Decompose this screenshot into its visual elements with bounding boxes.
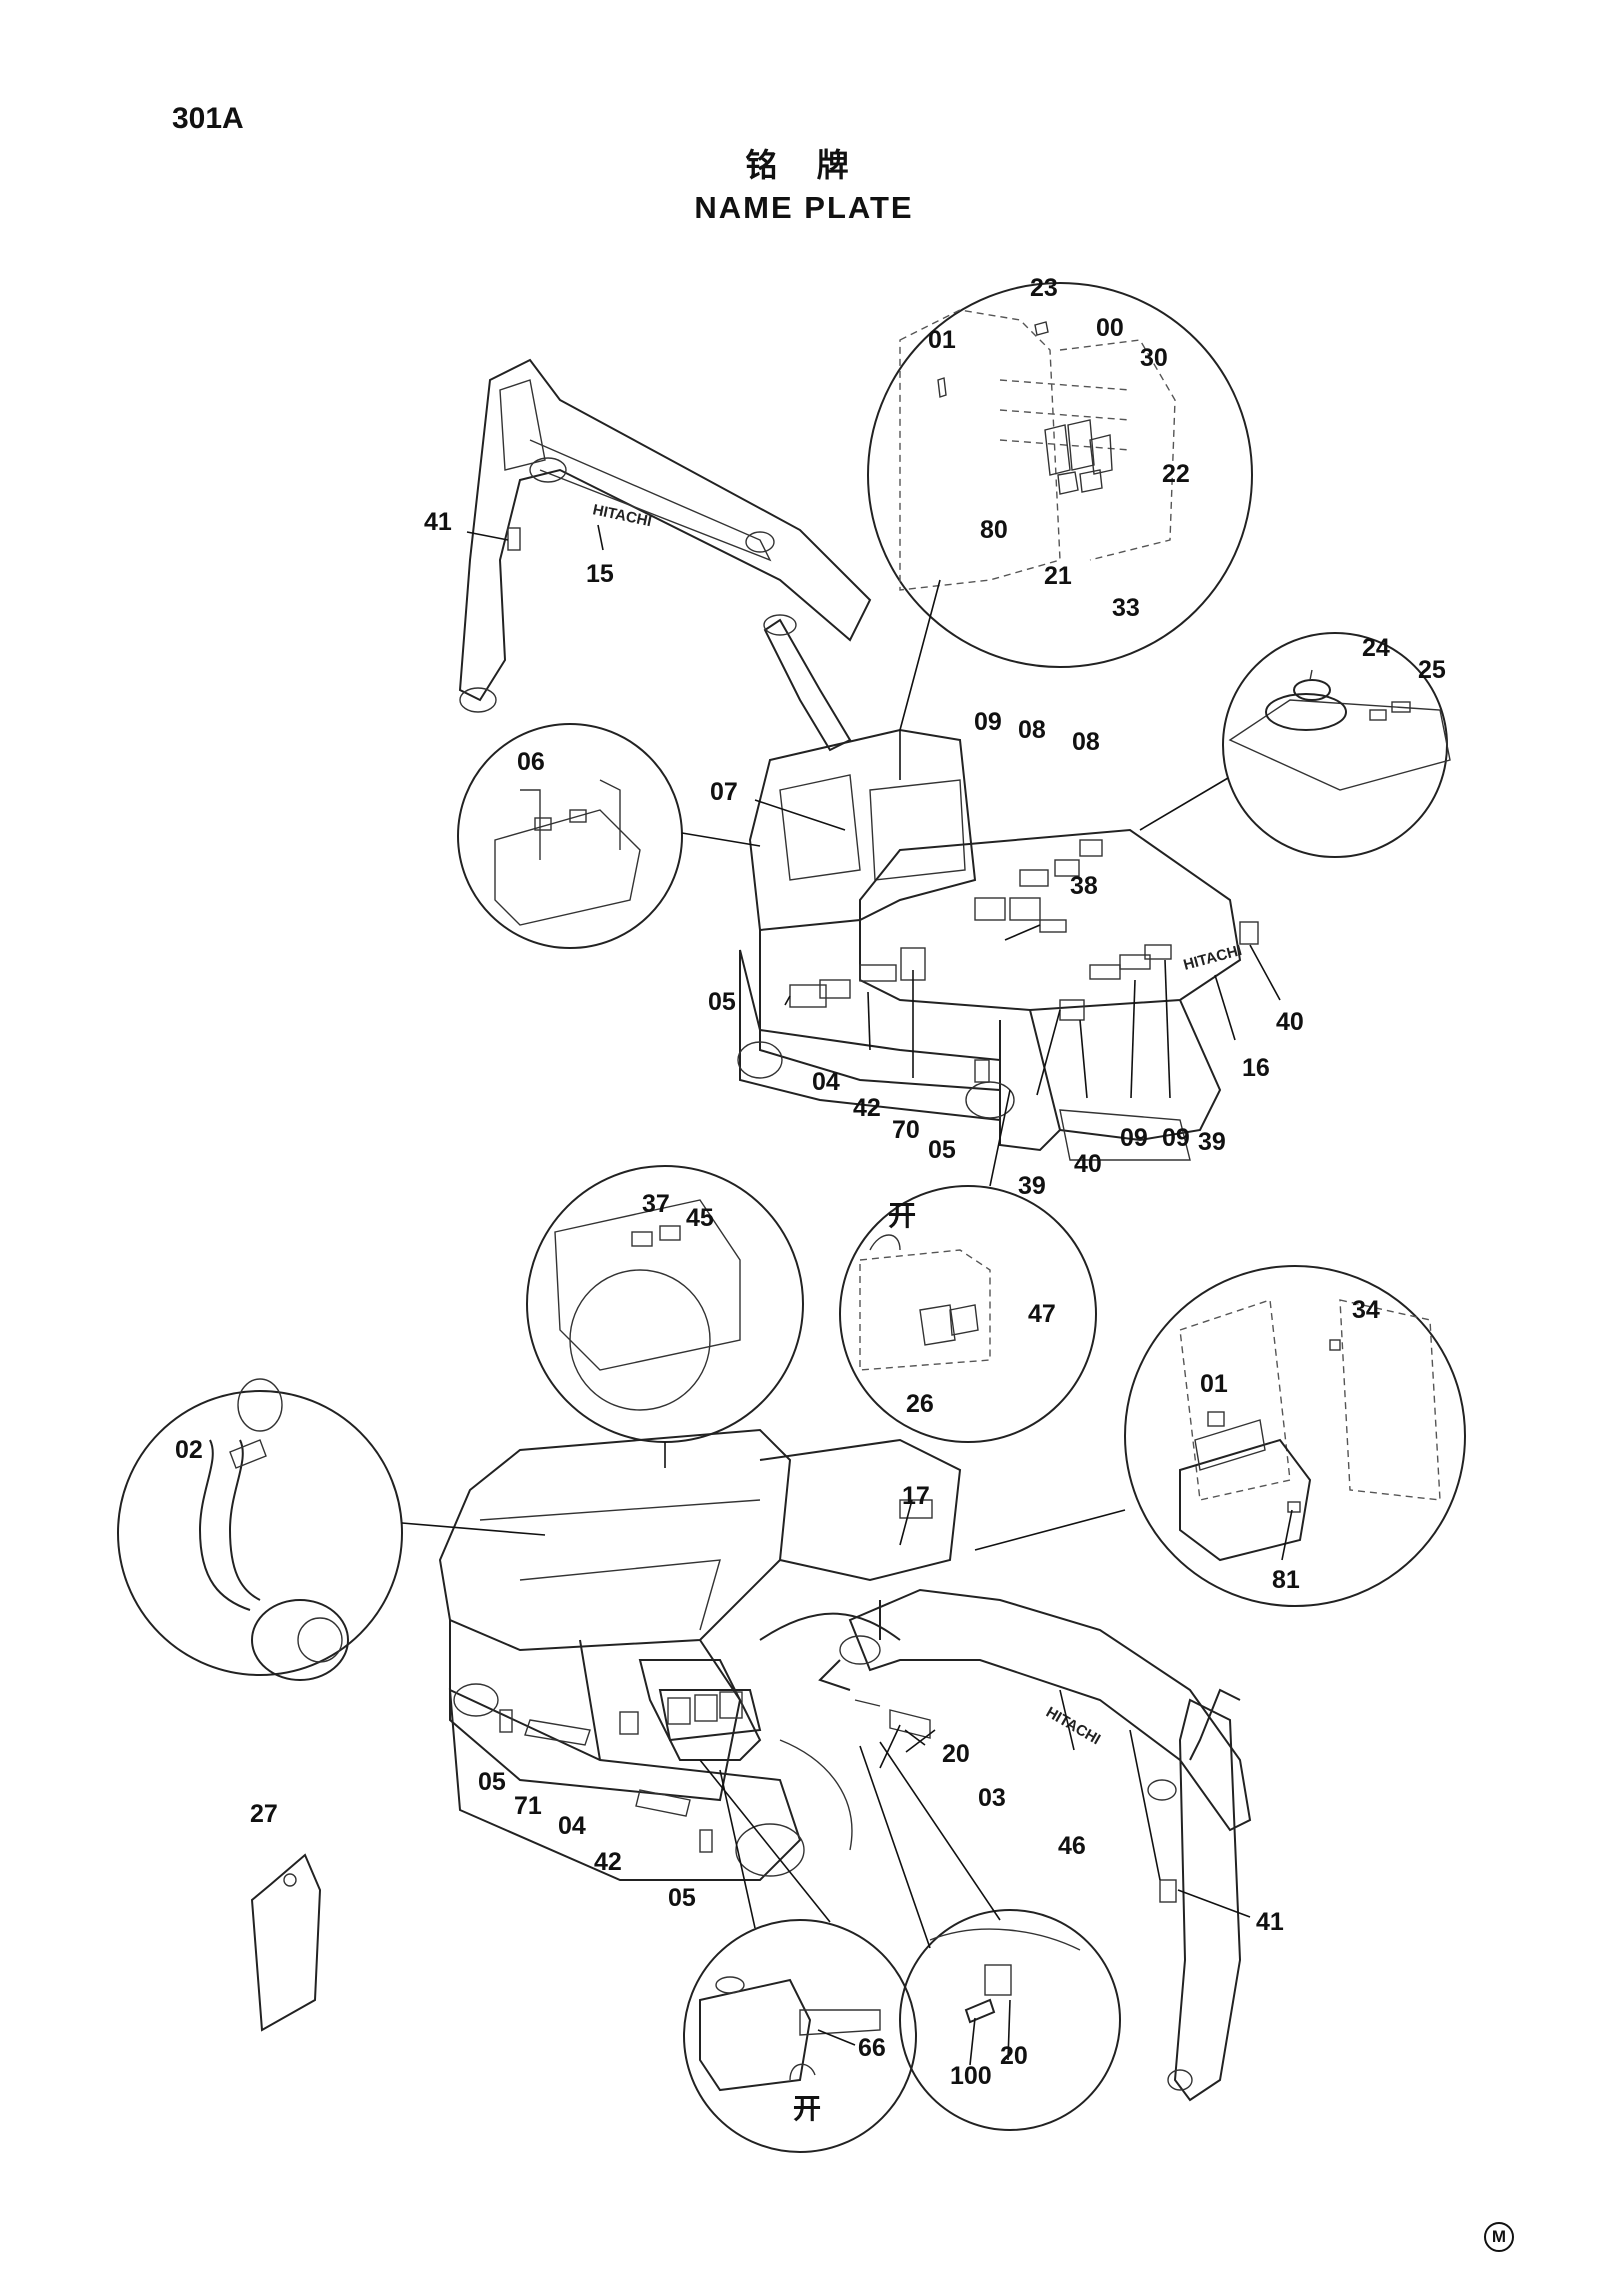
callouts-detail-cab-interior: 23 01 00 30 22 80 21 33 bbox=[928, 274, 1190, 622]
detail-toolbox: 开 bbox=[683, 1759, 917, 2153]
callout: 22 bbox=[1162, 460, 1190, 488]
callout: 08 bbox=[1018, 716, 1046, 744]
page-title: NAME PLATE bbox=[694, 190, 914, 225]
callout: 81 bbox=[1272, 1566, 1300, 1594]
detail-cab-interior bbox=[867, 282, 1253, 780]
callout: 00 bbox=[1096, 314, 1124, 342]
key-tag bbox=[250, 1853, 322, 2032]
callout: 41 bbox=[424, 508, 452, 536]
lower-boom-brand-text: HITACHI bbox=[1043, 1704, 1103, 1749]
counterweight-brand-text: HITACHI bbox=[1182, 942, 1244, 974]
callout: 100 bbox=[950, 2062, 992, 2090]
callout: 08 bbox=[1072, 728, 1100, 756]
callout: 70 bbox=[892, 1116, 920, 1144]
callout: 39 bbox=[1018, 1172, 1046, 1200]
callout: 40 bbox=[1074, 1150, 1102, 1178]
callouts-upper-view: 41 15 06 07 09 08 08 38 05 04 42 70 05 3… bbox=[424, 508, 1304, 1200]
callouts-detail-cab-console: 34 01 81 bbox=[1200, 1296, 1380, 1594]
callout: 20 bbox=[1000, 2042, 1028, 2070]
callout: 41 bbox=[1256, 1908, 1284, 1936]
callout: 07 bbox=[710, 778, 738, 806]
detail-engine-cover bbox=[1139, 632, 1451, 858]
callout: 09 bbox=[1162, 1124, 1190, 1152]
callout: 04 bbox=[812, 1068, 840, 1096]
detail-plate-mount bbox=[859, 1741, 1121, 2131]
callout: 23 bbox=[1030, 274, 1058, 302]
callout: 05 bbox=[928, 1136, 956, 1164]
callout: 05 bbox=[668, 1884, 696, 1912]
callout: 17 bbox=[902, 1482, 930, 1510]
callout: 09 bbox=[1120, 1124, 1148, 1152]
callout: 01 bbox=[1200, 1370, 1228, 1398]
callout: 15 bbox=[586, 560, 614, 588]
callout: 66 bbox=[858, 2034, 886, 2062]
callout: 42 bbox=[594, 1848, 622, 1876]
upper-excavator-drawing: HITACHI HITACHI bbox=[458, 358, 1259, 1161]
detail-side-door: 开 bbox=[839, 1089, 1097, 1443]
callout: 03 bbox=[978, 1784, 1006, 1812]
callout: 24 bbox=[1362, 634, 1390, 662]
callout: 06 bbox=[517, 748, 545, 776]
callouts-detail-toolbox: 66 bbox=[858, 2034, 886, 2062]
page-title-chinese: 铭 牌 bbox=[745, 146, 863, 184]
callout: 21 bbox=[1044, 562, 1072, 590]
callouts-detail-side-door: 47 26 bbox=[906, 1300, 1056, 1418]
detail-battery-box bbox=[457, 723, 761, 949]
detail-toolbox-open-symbol: 开 bbox=[793, 2092, 821, 2125]
callout: 45 bbox=[686, 1204, 714, 1232]
page-code: 301A bbox=[172, 102, 244, 135]
callout: 33 bbox=[1112, 594, 1140, 622]
callouts-detail-engine-cover: 24 25 bbox=[1362, 634, 1446, 684]
detail-side-door-open-symbol: 开 bbox=[888, 1199, 916, 1232]
callout: 42 bbox=[853, 1094, 881, 1122]
detail-air-intake bbox=[117, 1378, 546, 1681]
callouts-lower-view: 02 17 20 03 46 05 71 04 42 05 41 27 bbox=[175, 1436, 1284, 1936]
callout: 16 bbox=[1242, 1054, 1270, 1082]
leader-lines bbox=[466, 524, 1293, 2066]
callout: 09 bbox=[974, 708, 1002, 736]
callout: 30 bbox=[1140, 344, 1168, 372]
detail-cab-console bbox=[974, 1265, 1466, 1607]
detail-radiator bbox=[526, 1165, 804, 1468]
callouts-detail-radiator: 37 45 bbox=[642, 1190, 714, 1232]
callout: 05 bbox=[708, 988, 736, 1016]
boom-brand-text: HITACHI bbox=[591, 501, 653, 530]
callout: 40 bbox=[1276, 1008, 1304, 1036]
lower-excavator-drawing: HITACHI bbox=[438, 1428, 1252, 2102]
callout: 34 bbox=[1352, 1296, 1380, 1324]
callout: 02 bbox=[175, 1436, 203, 1464]
callout: 25 bbox=[1418, 656, 1446, 684]
circled-m-mark: M bbox=[1484, 2222, 1514, 2252]
callout: 47 bbox=[1028, 1300, 1056, 1328]
callout: 71 bbox=[514, 1792, 542, 1820]
callout: 27 bbox=[250, 1800, 278, 1828]
callout: 04 bbox=[558, 1812, 586, 1840]
callout: 39 bbox=[1198, 1128, 1226, 1156]
callout: 26 bbox=[906, 1390, 934, 1418]
callout: 80 bbox=[980, 516, 1008, 544]
callout: 38 bbox=[1070, 872, 1098, 900]
callout: 01 bbox=[928, 326, 956, 354]
callout: 46 bbox=[1058, 1832, 1086, 1860]
callout: 37 bbox=[642, 1190, 670, 1218]
callout: 05 bbox=[478, 1768, 506, 1796]
callouts-detail-plate-mount: 100 20 bbox=[950, 2042, 1028, 2090]
callout: 20 bbox=[942, 1740, 970, 1768]
